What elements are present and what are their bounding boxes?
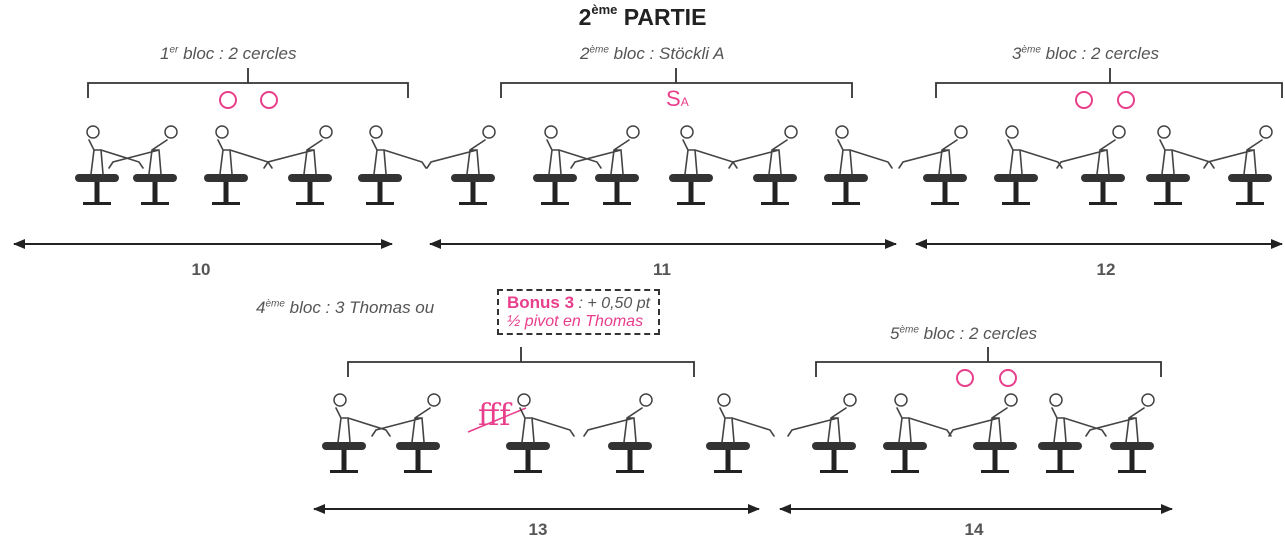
bloc-5-bracket: [815, 347, 1162, 377]
gymnast-on-horse-icon: [204, 125, 273, 205]
gymnast-on-horse-icon: [75, 125, 144, 205]
gymnast-on-horse-icon: [728, 125, 798, 205]
gymnast-on-horse-icon: [1085, 393, 1155, 473]
bonus-label: Bonus 3: [507, 293, 575, 312]
bloc-3-label: 3ème bloc : 2 cercles: [1012, 44, 1160, 63]
gymnast-on-horse-icon: [787, 393, 857, 473]
page-title: 2ème PARTIE: [578, 2, 707, 30]
gymnast-on-horse-icon: [583, 393, 653, 473]
bloc-2-label: 2ème bloc : Stöckli A: [580, 44, 725, 63]
bonus-detail: ½ pivot en Thomas: [507, 313, 644, 330]
circle-marker-icon: [1075, 91, 1093, 109]
bloc-2-bracket: [500, 68, 853, 98]
bonus-box: Bonus 3 : + 0,50 pt ½ pivot en Thomas: [497, 289, 661, 335]
bloc-5-number: 14: [964, 520, 984, 539]
circle-marker-icon: [999, 369, 1017, 387]
bloc-1-number: 10: [191, 260, 211, 279]
gymnast-on-horse-icon: [570, 125, 640, 205]
stockli-a-symbol: SA: [666, 86, 689, 111]
fff-annotation: fff: [478, 398, 511, 433]
bloc-1-bracket: [87, 68, 409, 98]
circle-marker-icon: [260, 91, 278, 109]
gymnast-on-horse-icon: [669, 125, 738, 205]
gymnast-on-horse-icon: [1203, 125, 1273, 205]
gymnast-on-horse-icon: [371, 393, 441, 473]
bloc-4-bracket: [347, 347, 695, 377]
bloc-3-bracket: [935, 68, 1283, 98]
gymnast-on-horse-icon: [1038, 393, 1107, 473]
gymnast-on-horse-icon: [1146, 125, 1215, 205]
bloc-3-number: 12: [1096, 260, 1116, 279]
circle-marker-icon: [956, 369, 974, 387]
circle-marker-icon: [1117, 91, 1135, 109]
bloc-5-label: 5ème bloc : 2 cercles: [890, 324, 1038, 343]
gymnast-on-horse-icon: [824, 125, 893, 205]
gymnast-on-horse-icon: [108, 125, 178, 205]
gymnast-on-horse-icon: [898, 125, 968, 205]
gymnast-on-horse-icon: [506, 393, 575, 473]
gymnast-on-horse-icon: [263, 125, 333, 205]
gymnast-on-horse-icon: [533, 125, 602, 205]
bloc-4-number: 13: [528, 520, 548, 539]
gymnast-on-horse-icon: [706, 393, 775, 473]
gymnast-on-horse-icon: [322, 393, 391, 473]
gymnast-on-horse-icon: [994, 125, 1063, 205]
gymnast-on-horse-icon: [358, 125, 427, 205]
bloc-4-label: 4ème bloc : 3 Thomas ou: [256, 298, 435, 317]
gymnast-on-horse-icon: [426, 125, 496, 205]
gymnast-on-horse-icon: [948, 393, 1018, 473]
gymnast-on-horse-icon: [1056, 125, 1126, 205]
bonus-value: : + 0,50 pt: [574, 295, 651, 312]
bloc-1-label: 1er bloc : 2 cercles: [160, 44, 297, 63]
circle-marker-icon: [219, 91, 237, 109]
bloc-2-number: 11: [653, 260, 671, 279]
gymnast-on-horse-icon: [883, 393, 952, 473]
